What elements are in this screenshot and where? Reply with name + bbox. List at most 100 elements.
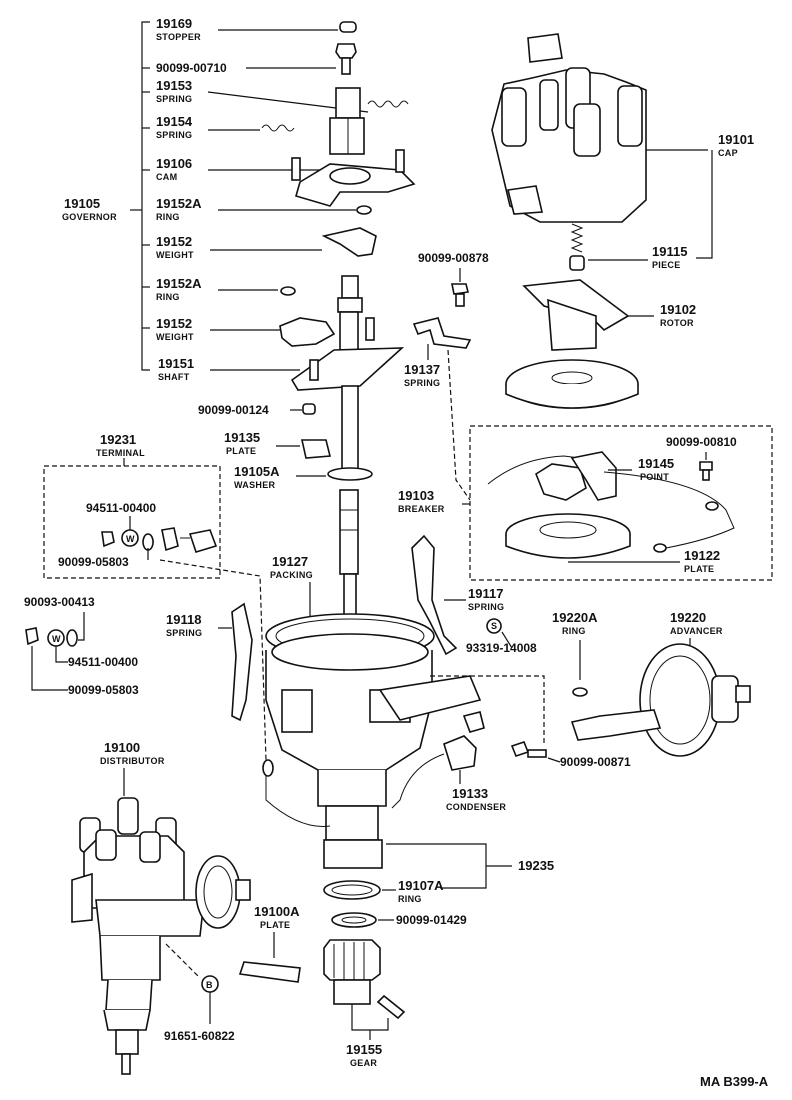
callout-screw-00124: 90099-00124	[198, 403, 316, 417]
ring-19152a-1-part	[356, 205, 372, 215]
cap-part: 19101 CAP	[491, 33, 754, 259]
svg-text:W: W	[52, 634, 61, 644]
svg-text:19151: 19151	[158, 356, 194, 371]
svg-text:90093-00413: 90093-00413	[24, 595, 95, 609]
callout-governor: 19105 GOVERNOR	[62, 196, 117, 222]
svg-text:19107A: 19107A	[398, 878, 444, 893]
svg-text:CAM: CAM	[156, 172, 177, 182]
svg-text:19100: 19100	[104, 740, 140, 755]
svg-text:PLATE: PLATE	[684, 564, 714, 574]
svg-text:19155: 19155	[346, 1042, 382, 1057]
svg-text:19152A: 19152A	[156, 276, 202, 291]
weight-1-part	[321, 227, 377, 257]
svg-text:94511-00400: 94511-00400	[86, 501, 156, 515]
svg-text:GOVERNOR: GOVERNOR	[62, 212, 117, 222]
svg-text:19169: 19169	[156, 16, 192, 31]
svg-text:19106: 19106	[156, 156, 192, 171]
spring-19154-part	[261, 124, 295, 132]
svg-text:CAP: CAP	[718, 148, 738, 158]
svg-text:RING: RING	[156, 212, 180, 222]
spring-19117-group: 19117 SPRING	[411, 534, 504, 656]
svg-text:WEIGHT: WEIGHT	[156, 250, 194, 260]
svg-text:90099-01429: 90099-01429	[396, 913, 467, 927]
svg-text:19231: 19231	[100, 432, 136, 447]
svg-text:19100A: 19100A	[254, 904, 300, 919]
svg-text:ADVANCER: ADVANCER	[670, 626, 723, 636]
advancer-group: 19220A RING 19220 ADVANCER	[430, 610, 751, 757]
pin-60822-group: B 91651-60822	[164, 975, 235, 1043]
svg-text:STOPPER: STOPPER	[156, 32, 201, 42]
svg-text:19103: 19103	[398, 488, 434, 503]
svg-text:SHAFT: SHAFT	[158, 372, 190, 382]
svg-text:90099-00871: 90099-00871	[560, 755, 631, 769]
svg-text:ROTOR: ROTOR	[660, 318, 694, 328]
svg-text:19115: 19115	[652, 244, 687, 259]
svg-text:19152A: 19152A	[156, 196, 202, 211]
svg-text:19102: 19102	[660, 302, 696, 317]
svg-text:TERMINAL: TERMINAL	[96, 448, 145, 458]
svg-text:19127: 19127	[272, 554, 308, 569]
svg-text:B: B	[206, 980, 213, 990]
svg-text:RING: RING	[398, 894, 422, 904]
callout-cam: 19106 CAM	[156, 156, 330, 182]
svg-text:RING: RING	[562, 626, 586, 636]
spring-19118-group: 19118 SPRING	[166, 602, 253, 722]
callout-ring-19152a-1: 19152A RING	[156, 196, 356, 222]
svg-text:CONDENSER: CONDENSER	[446, 802, 506, 812]
plate-19100a-group: 19100A PLATE	[238, 904, 301, 983]
svg-text:PLATE: PLATE	[226, 446, 256, 456]
terminal-group: 19231 TERMINAL 94511-00400 W 90099-05803	[43, 432, 221, 579]
svg-text:POINT: POINT	[640, 472, 669, 482]
ring-19152a-2-part	[280, 286, 296, 296]
bolt-00878-group: 90099-00878	[418, 251, 489, 307]
svg-text:19117: 19117	[468, 586, 503, 601]
diagram-code: MA B399-A	[700, 1074, 769, 1089]
gear-part: 19155 GEAR	[323, 939, 406, 1068]
svg-text:RING: RING	[156, 292, 180, 302]
svg-text:19220: 19220	[670, 610, 706, 625]
svg-text:19220A: 19220A	[552, 610, 598, 625]
svg-text:19154: 19154	[156, 114, 193, 129]
svg-text:19135: 19135	[224, 430, 260, 445]
stopper-part	[339, 21, 357, 33]
svg-text:PIECE: PIECE	[652, 260, 681, 270]
housing-part	[265, 613, 482, 869]
assy-19235-group: 19235 19107A RING 90099-01429	[323, 843, 554, 928]
screw-00871-group: 90099-00871	[510, 741, 631, 769]
callout-washer: 19105A WASHER	[234, 464, 373, 490]
svg-text:WEIGHT: WEIGHT	[156, 332, 194, 342]
svg-text:WASHER: WASHER	[234, 480, 276, 490]
svg-text:19118: 19118	[166, 612, 201, 627]
spring-19137-group: 19137 SPRING	[404, 317, 472, 388]
svg-text:PACKING: PACKING	[270, 570, 313, 580]
svg-text:19101: 19101	[718, 132, 754, 147]
governor-cam-part	[291, 87, 416, 207]
svg-text:19122: 19122	[684, 548, 720, 563]
svg-text:91651-60822: 91651-60822	[164, 1029, 235, 1043]
svg-text:SPRING: SPRING	[468, 602, 504, 612]
condenser-group: 19133 CONDENSER	[262, 711, 506, 827]
breaker-group: 90099-00810 19145 POINT 19103 BREAKER 19…	[398, 349, 773, 581]
callout-ring-19152a-2: 19152A RING	[156, 276, 278, 302]
svg-text:93319-14008: 93319-14008	[466, 641, 537, 655]
svg-text:90099-00124: 90099-00124	[198, 403, 269, 417]
svg-text:SPRING: SPRING	[156, 94, 192, 104]
svg-text:19105: 19105	[64, 196, 100, 211]
callout-stopper: 19169 STOPPER	[156, 16, 338, 42]
svg-text:PLATE: PLATE	[260, 920, 290, 930]
svg-text:DISTRIBUTOR: DISTRIBUTOR	[100, 756, 165, 766]
svg-text:SPRING: SPRING	[156, 130, 192, 140]
shaft-part	[290, 275, 405, 617]
svg-text:19133: 19133	[452, 786, 488, 801]
piece-part: 19115 PIECE	[569, 223, 687, 271]
svg-text:19105A: 19105A	[234, 464, 280, 479]
distributor-assembly: 19100 DISTRIBUTOR	[71, 740, 251, 1075]
callout-plate-19135: 19135 PLATE	[224, 430, 332, 459]
terminal-loose-parts: 90093-00413 W 94511-00400 90099-05803	[24, 559, 267, 761]
callout-shaft: 19151 SHAFT	[158, 356, 300, 382]
svg-text:19152: 19152	[156, 234, 192, 249]
callout-spring-19154: 19154 SPRING	[156, 114, 260, 140]
svg-text:90099-00810: 90099-00810	[666, 435, 737, 449]
bolt-00710-part	[335, 43, 357, 75]
svg-text:19137: 19137	[404, 362, 440, 377]
